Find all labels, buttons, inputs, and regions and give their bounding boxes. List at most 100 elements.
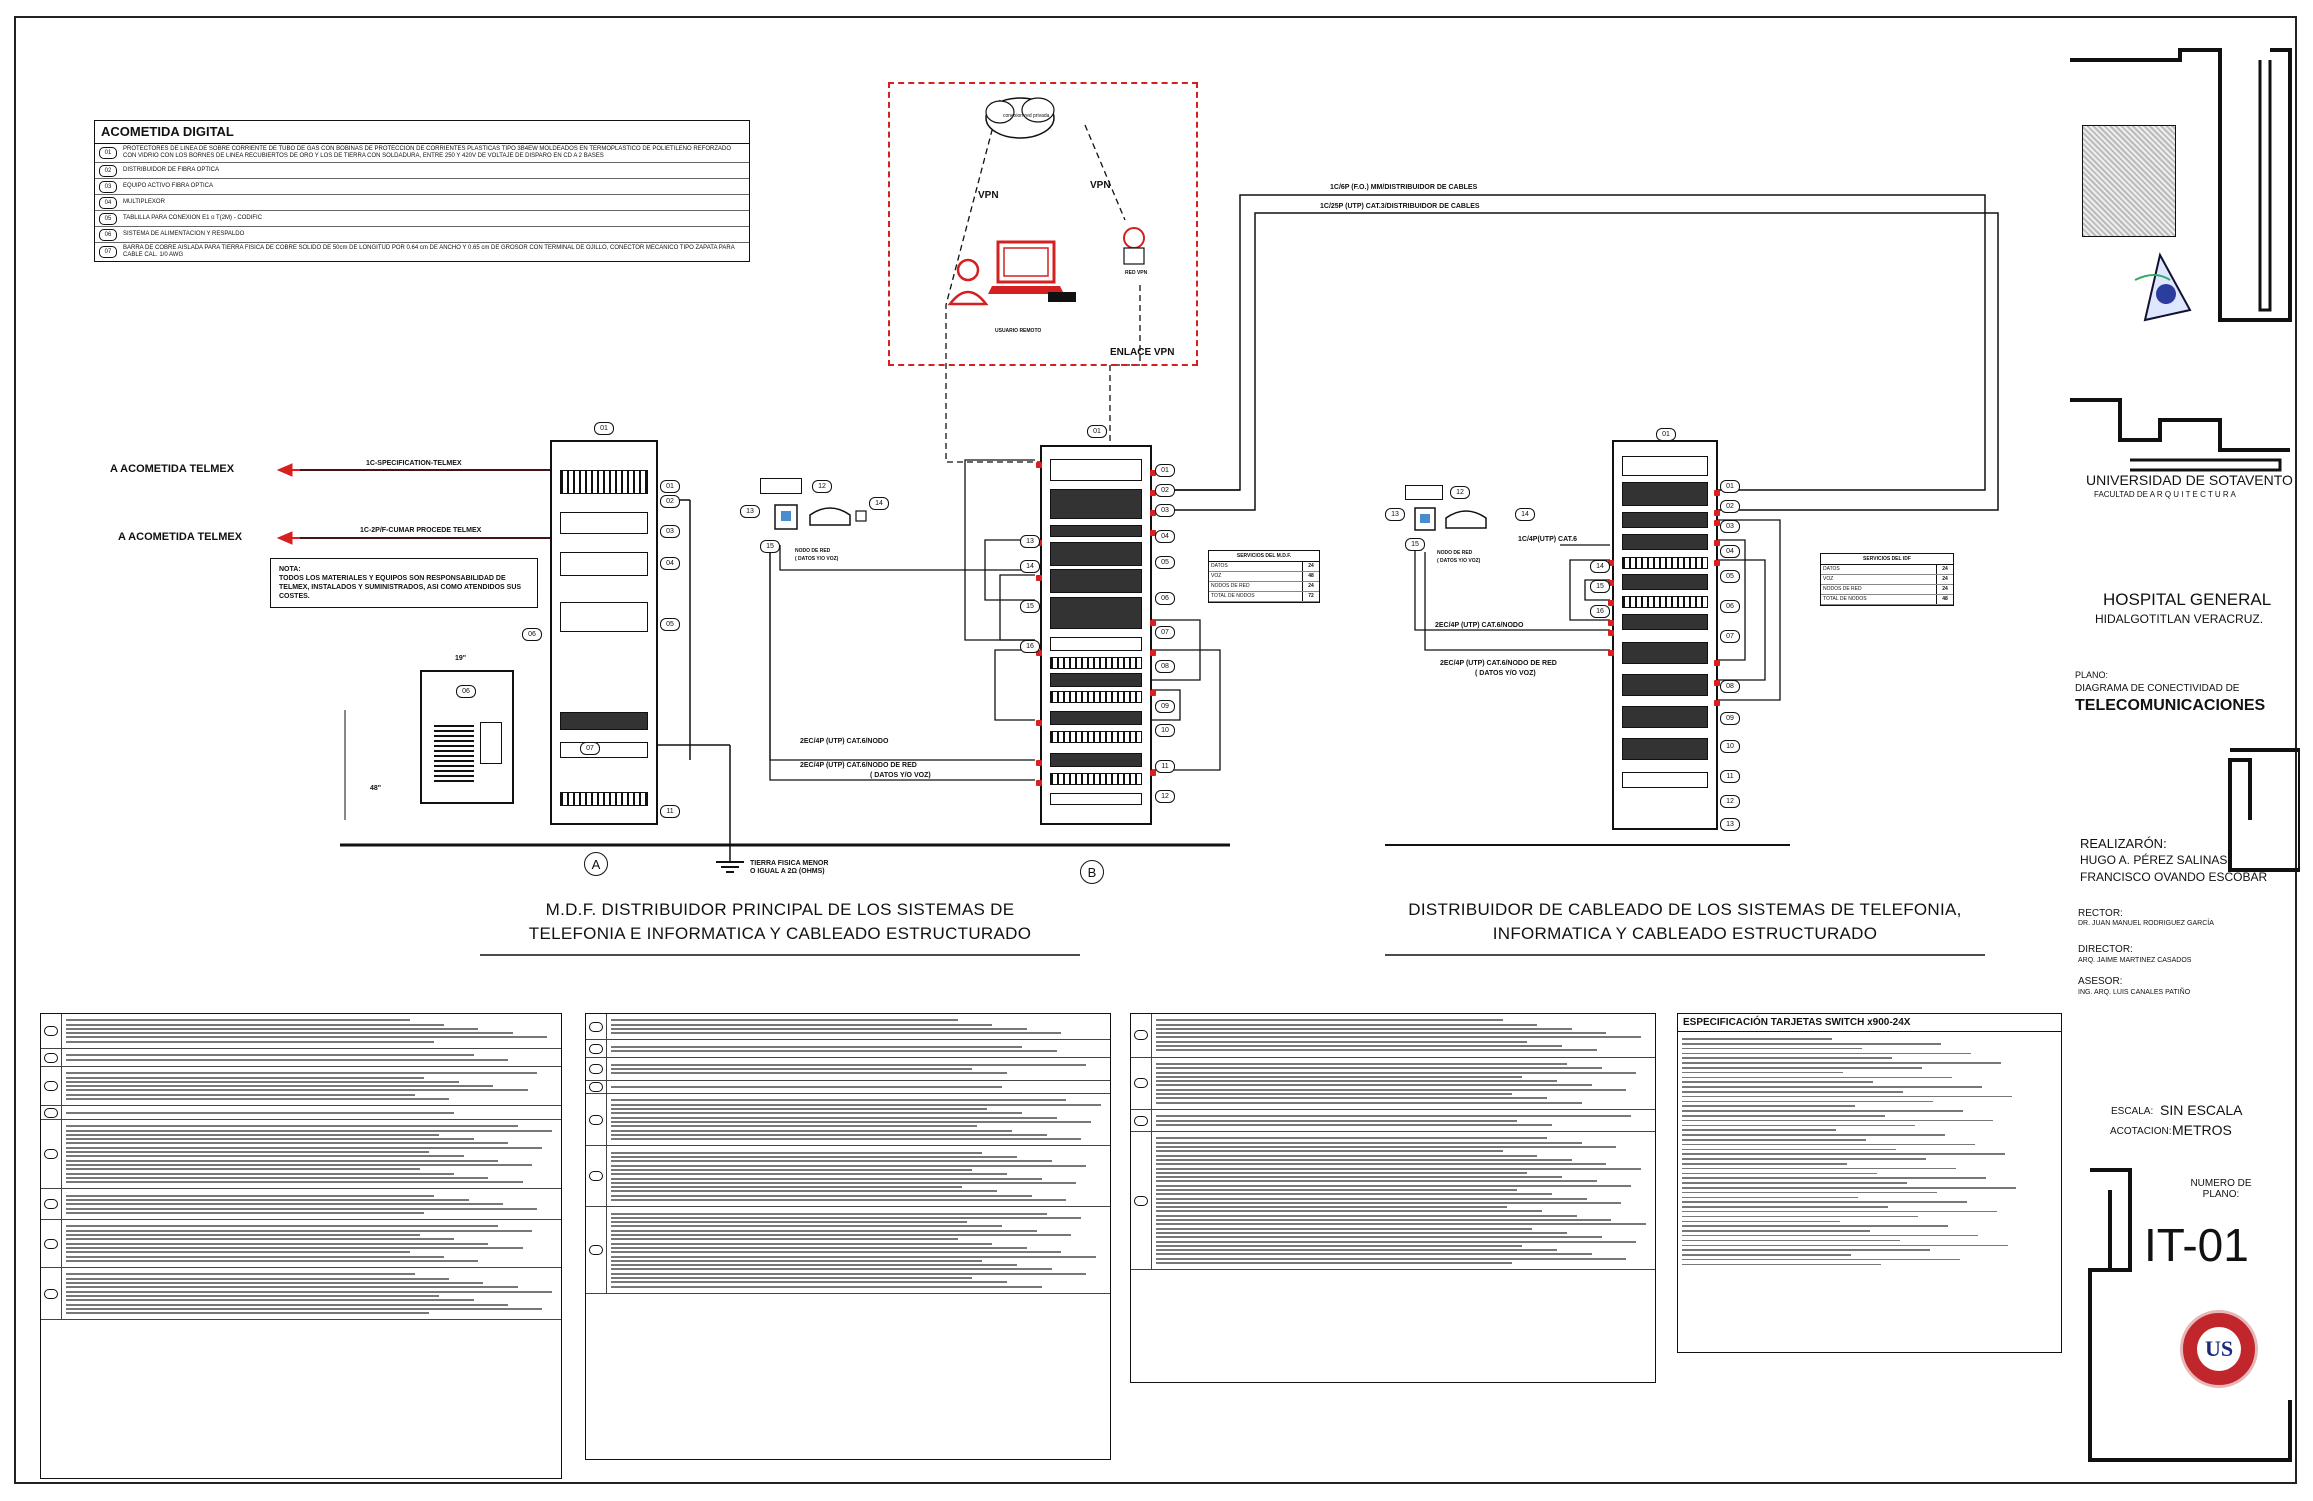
services-label: VOZ [1823, 576, 1834, 582]
tb-escala: SIN ESCALA [2160, 1102, 2243, 1118]
rack-b-callout: 07 [1155, 626, 1175, 639]
idf-cable-d: ( DATOS Y/O VOZ) [1475, 670, 1536, 677]
legend-number: 05 [99, 212, 117, 225]
rack-a-callout-02: 02 [660, 495, 680, 508]
tb-realizaron-label: REALIZARÓN: [2080, 836, 2167, 851]
rack-b[interactable] [1040, 445, 1152, 825]
services-count: 24 [1302, 582, 1319, 591]
rack-idf-callout: 13 [1720, 818, 1740, 831]
spec-row [586, 1080, 1110, 1095]
mdf-cable-b: 2EC/4P (UTP) CAT.6/NODO DE RED [800, 762, 917, 769]
ups-callout: 06 [456, 685, 476, 698]
rack-a-switch [560, 512, 648, 534]
rack-idf-left-callout: 15 [1590, 580, 1610, 593]
faculty-logo [2134, 252, 2192, 322]
tb-asesor-label: ASESOR: [2078, 976, 2123, 987]
rack-idf-right-port-marker [1714, 490, 1720, 496]
services-label: DATOS [1823, 566, 1840, 572]
legend-row: 03 EQUIPO ACTIVO FIBRA OPTICA [95, 178, 749, 194]
idf-ws-callout-2: 13 [1385, 508, 1405, 521]
phone-icon [1048, 292, 1076, 302]
legend-text: BARRA DE COBRE AISLADA PARA TIERRA FISIC… [123, 245, 735, 258]
rack-b-patch-4 [1050, 773, 1142, 785]
legend-number: 03 [99, 180, 117, 193]
vpn-cloud-label: conexion red privada [1003, 113, 1050, 119]
idf-ws-graphic [1414, 507, 1487, 531]
rack-idf-unit-9 [1622, 642, 1708, 664]
spec-row [41, 1106, 561, 1120]
rack-b-right-port-marker [1150, 620, 1156, 626]
spec-panel-2 [585, 1013, 1111, 1460]
spec-row-bullet [44, 1199, 58, 1210]
vpn-user-label: USUARIO REMOTO [995, 328, 1042, 334]
services-label: VOZ [1211, 573, 1222, 579]
rack-a[interactable] [550, 440, 658, 825]
legend-number: 07 [99, 246, 117, 258]
legend-row: 06 SISTEMA DE ALIMENTACION Y RESPALDO [95, 226, 749, 242]
rack-b-fiber-tray [1050, 459, 1142, 481]
spec-row-bullet [589, 1063, 603, 1074]
legend-row: 02 DISTRIBUIDOR DE FIBRA OPTICA [95, 162, 749, 178]
spec-row-bullet [44, 1081, 58, 1092]
spec-row [1131, 1132, 1655, 1271]
rack-b-unit-15 [1050, 793, 1142, 805]
ups-panel [480, 722, 502, 764]
spec-row-bullet [44, 1052, 58, 1063]
mdf-ws-title: NODO DE RED [795, 548, 831, 554]
spec-row-bullet [589, 1021, 603, 1032]
spec-row-bullet [589, 1081, 603, 1092]
rack-b-patch-2 [1050, 691, 1142, 703]
spec-panel-1 [40, 1013, 562, 1479]
university-seal-logo: US [2180, 1310, 2258, 1388]
mdf-ws-callout-3: 14 [869, 497, 889, 510]
tb-location: HIDALGOTITLAN VERACRUZ. [2095, 612, 2264, 626]
rack-a-unit-4 [560, 602, 648, 632]
rack-a-callout-bottom: 11 [660, 805, 680, 818]
rack-b-callout: 06 [1155, 592, 1175, 605]
rack-a-mux [560, 552, 648, 576]
spec-row-bullet [44, 1238, 58, 1249]
rack-b-callout: 02 [1155, 484, 1175, 497]
rack-a-callout-03: 03 [660, 525, 680, 538]
spec-row [1131, 1014, 1655, 1058]
tb-rector: DR. JUAN MANUEL RODRIGUEZ GARCÍA [2078, 920, 2214, 927]
tb-asesor: ING. ARQ. LUIS CANALES PATIÑO [2078, 989, 2191, 996]
spec-row-bullet [589, 1245, 603, 1256]
spec-row-bullet [1134, 1030, 1148, 1041]
rack-b-left-port-marker [1036, 650, 1042, 656]
rack-idf-unit-8 [1622, 614, 1708, 630]
vpn-box[interactable] [888, 82, 1198, 366]
rack-idf-right-port-marker [1714, 660, 1720, 666]
legend-text: DISTRIBUIDOR DE FIBRA OPTICA [123, 167, 220, 173]
legend-number: 02 [99, 164, 117, 177]
fiber-label-2: 1C/25P (UTP) CAT.3/DISTRIBUIDOR DE CABLE… [1320, 203, 1480, 210]
spec-row [586, 1094, 1110, 1147]
legend-text: SISTEMA DE ALIMENTACION Y RESPALDO [123, 231, 245, 237]
legend-number: 06 [99, 228, 117, 241]
services-count: 24 [1936, 575, 1953, 584]
idf-services-title: SERVICIOS DEL IDF [1821, 554, 1953, 565]
spec-row [1131, 1057, 1655, 1110]
mdf-services-title: SERVICIOS DEL M.D.F. [1209, 551, 1319, 562]
rack-a-dark-unit [560, 712, 648, 730]
rack-b-unit-7 [1050, 637, 1142, 651]
spec-row-bullet [44, 1149, 58, 1160]
rack-b-callout: 05 [1155, 556, 1175, 569]
rack-a-unit-6 [560, 742, 648, 758]
rack-idf-unit-2 [1622, 482, 1708, 506]
mdf-ws-callout-1: 12 [812, 480, 832, 493]
services-label: NODOS DE RED [1823, 586, 1862, 592]
rack-idf-left-port-marker [1608, 600, 1614, 606]
legend-text: EQUIPO ACTIVO FIBRA OPTICA [123, 183, 214, 189]
telmex-note-title: NOTA: [279, 566, 301, 573]
rack-idf-left-callout: 16 [1590, 605, 1610, 618]
rack-b-left-callout: 14 [1020, 560, 1040, 573]
spec-row [41, 1066, 561, 1107]
rack-b-patch-1 [1050, 657, 1142, 669]
rack-idf[interactable] [1612, 440, 1718, 830]
rack-b-callout: 11 [1155, 760, 1175, 773]
rack-idf-left-port-marker [1608, 620, 1614, 626]
